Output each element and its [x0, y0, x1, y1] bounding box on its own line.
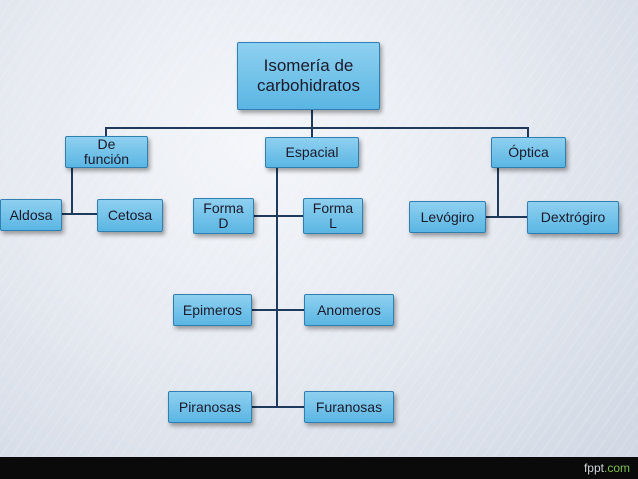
footer-brand: fppt.com: [584, 461, 630, 475]
node-anomeros: Anomeros: [304, 294, 394, 326]
connector-funcion-children: [62, 168, 97, 215]
node-forma-d: Forma D: [193, 198, 254, 234]
footer-brand-suffix: .com: [603, 461, 630, 475]
node-dextrogiro: Dextrógiro: [527, 201, 619, 234]
node-cetosa: Cetosa: [97, 199, 163, 232]
node-forma-l: Forma L: [303, 198, 363, 234]
node-de-funcion: De función: [65, 136, 148, 168]
footer-brand-name: fppt: [583, 461, 604, 475]
footer-bar: fppt.com: [0, 457, 638, 479]
connector-espacial-children: [252, 168, 304, 408]
node-furanosas: Furanosas: [304, 391, 394, 423]
node-espacial: Espacial: [265, 137, 359, 168]
connector-optica-children: [486, 168, 527, 218]
node-levogiro: Levógiro: [409, 201, 486, 233]
node-root: Isomería de carbohidratos: [237, 42, 380, 110]
connector-root-branches: [105, 110, 529, 137]
node-epimeros: Epimeros: [173, 294, 252, 326]
node-optica: Óptica: [491, 137, 566, 168]
node-aldosa: Aldosa: [0, 199, 62, 231]
node-piranosas: Piranosas: [168, 391, 252, 423]
